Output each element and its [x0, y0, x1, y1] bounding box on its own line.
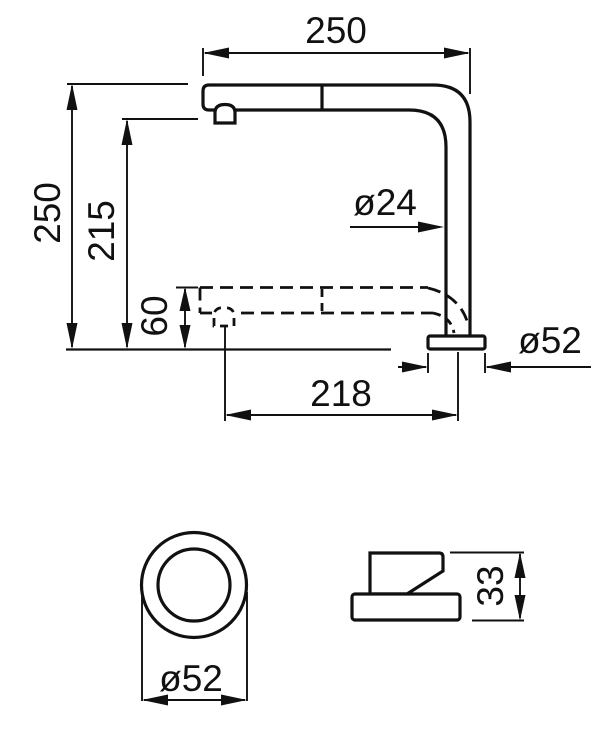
base-inner-circle: [156, 547, 232, 623]
dim-label-pipe-diameter: ø24: [353, 182, 417, 223]
arrowhead-up: [66, 84, 78, 110]
pullout-lowered-position: [198, 286, 470, 334]
aerator-nozzle: [213, 102, 237, 125]
arrowhead-left: [225, 409, 251, 421]
arrowhead-down: [121, 323, 133, 349]
dim-label-spout-reach: 218: [310, 373, 372, 414]
dim-label-top-width: 250: [305, 10, 367, 51]
dim-base-profile-height: 33: [450, 551, 526, 622]
arrowhead-left: [203, 47, 229, 59]
base-flange: [426, 334, 487, 351]
lowered-aerator-nozzle: [212, 306, 236, 328]
arrowhead-right: [418, 221, 444, 233]
arrowhead-right: [432, 409, 458, 421]
base-profile-view: 33: [350, 551, 526, 622]
arrowhead-up: [514, 552, 526, 578]
dim-base-top-view-diameter: ø52: [141, 592, 248, 706]
dim-total-height: 250: [27, 83, 188, 349]
dim-label-base-profile-height: 33: [470, 565, 511, 606]
faucet-body-outline: [201, 83, 472, 336]
arrowhead-up: [121, 119, 133, 145]
handle-lever-outline: [368, 551, 445, 596]
arrowhead-down: [179, 325, 191, 349]
side-view-dimensions: 250 250 215 60: [27, 10, 591, 421]
hose-bend-arc-outer: [427, 286, 470, 325]
dim-base-diameter: ø52: [398, 320, 591, 373]
dim-label-pullout-drop: 60: [134, 295, 175, 336]
arrowhead-left: [485, 361, 511, 373]
dim-spout-height: 215: [81, 118, 198, 349]
arrowhead-up: [179, 287, 191, 311]
faucet-side-view: [66, 83, 487, 351]
dim-pullout-drop: 60: [134, 286, 198, 349]
base-profile-outline: [350, 592, 462, 622]
arrowhead-down: [66, 323, 78, 349]
base-outer-circle: [139, 530, 249, 640]
arrowhead-right: [444, 47, 470, 59]
dim-pipe-diameter: ø24: [350, 182, 444, 233]
hose-bend-arc-inner: [432, 311, 456, 334]
dim-spout-reach: 218: [224, 327, 459, 421]
arrowhead-down: [514, 595, 526, 621]
base-top-view: ø52: [139, 530, 249, 706]
arrowhead-right: [221, 694, 247, 706]
dim-label-base-diameter: ø52: [518, 320, 582, 361]
arrowhead-left: [142, 694, 168, 706]
arrowhead-right: [402, 361, 428, 373]
dim-label-spout-height: 215: [81, 200, 122, 262]
dim-label-base-top-view-diameter: ø52: [159, 658, 223, 699]
dim-top-width: 250: [202, 10, 471, 94]
dim-label-total-height: 250: [27, 182, 68, 244]
